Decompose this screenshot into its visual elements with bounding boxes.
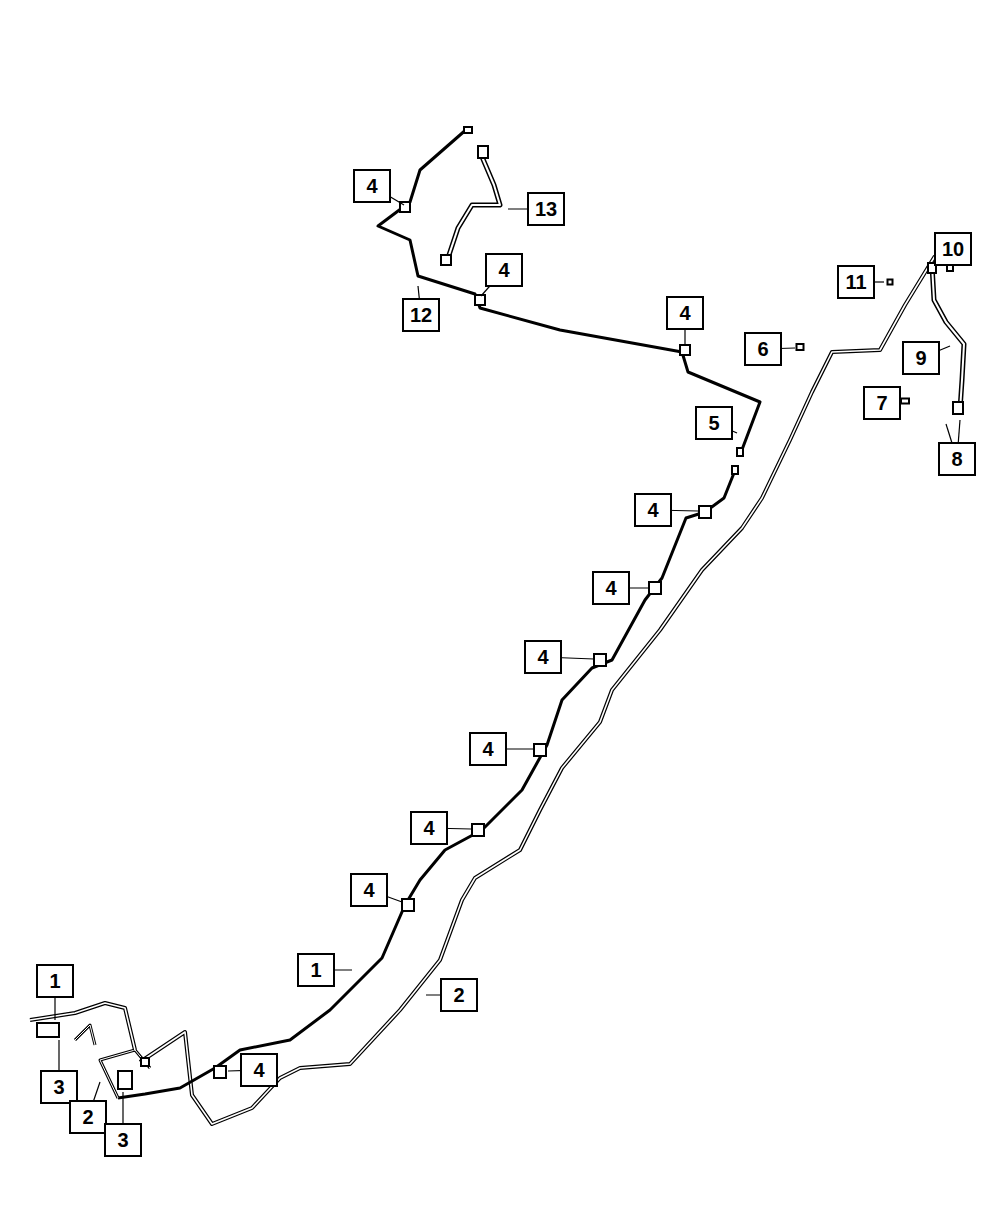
fitting-clip — [732, 466, 738, 474]
fitting-clip — [37, 1023, 59, 1037]
callout-number: 8 — [938, 442, 976, 476]
brake-tube — [118, 468, 736, 1098]
callout-number: 4 — [350, 873, 388, 907]
brake-tube — [140, 256, 935, 1124]
callout-number: 7 — [863, 386, 901, 420]
callout-number: 2 — [69, 1100, 107, 1134]
brake-hose-core — [932, 265, 964, 410]
fitting-clip — [699, 506, 711, 518]
callout-number: 13 — [527, 192, 565, 226]
fitting-clip — [478, 146, 488, 158]
fitting-clip — [118, 1071, 132, 1089]
callout-number: 9 — [902, 341, 940, 375]
fitting-clip — [472, 824, 484, 836]
callout-number: 4 — [592, 571, 630, 605]
callout-number: 4 — [469, 732, 507, 766]
callout-number: 4 — [240, 1053, 278, 1087]
callout-number: 10 — [934, 232, 972, 266]
brake-tube-core — [30, 1003, 135, 1050]
brake-hose-core — [448, 152, 500, 258]
callout-number: 12 — [402, 298, 440, 332]
fitting-clip — [441, 255, 451, 265]
fitting-clip — [649, 582, 661, 594]
fitting-clip — [680, 345, 690, 355]
fitting-clip — [402, 899, 414, 911]
callout-number: 4 — [485, 253, 523, 287]
fitting-clip — [214, 1066, 226, 1078]
callout-number: 2 — [440, 978, 478, 1012]
callout-number: 4 — [524, 640, 562, 674]
brake-tube-core — [75, 1025, 95, 1045]
fitting-clip — [737, 448, 743, 456]
brake-tube — [75, 1025, 95, 1045]
fitting-clip — [901, 399, 909, 404]
brake-tube-core — [100, 1050, 150, 1098]
callout-number: 4 — [666, 296, 704, 330]
fitting-clip — [464, 127, 472, 133]
brake-tube — [30, 1003, 135, 1050]
callout-number: 3 — [40, 1070, 78, 1104]
fitting-clip — [475, 295, 485, 305]
callout-number: 5 — [695, 406, 733, 440]
brake-tube — [378, 128, 760, 455]
brake-hose — [448, 152, 500, 258]
callout-number: 1 — [36, 964, 74, 998]
fitting-clip — [888, 280, 893, 285]
fitting-clip — [594, 654, 606, 666]
callout-number: 4 — [634, 493, 672, 527]
fitting-clip — [953, 402, 963, 414]
callout-number: 1 — [297, 953, 335, 987]
callout-number: 6 — [744, 332, 782, 366]
brake-hose — [932, 265, 964, 410]
callout-number: 4 — [410, 811, 448, 845]
fitting-clip — [534, 744, 546, 756]
brake-tube — [100, 1050, 150, 1098]
fitting-clip — [141, 1058, 149, 1066]
fitting-clip — [797, 344, 804, 350]
callout-number: 11 — [837, 265, 875, 299]
brake-tube-core — [140, 256, 935, 1124]
callout-number: 3 — [104, 1123, 142, 1157]
callout-number: 4 — [353, 169, 391, 203]
